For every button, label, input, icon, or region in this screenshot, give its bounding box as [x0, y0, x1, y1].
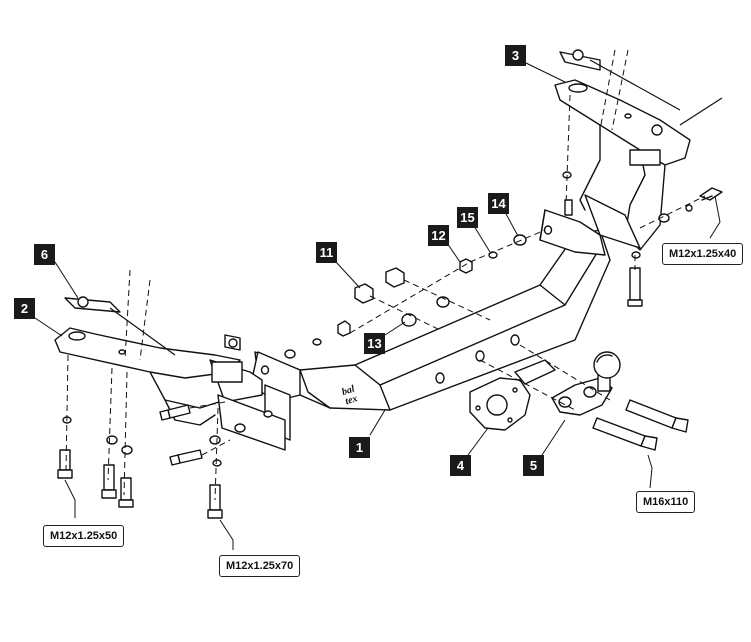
- bolt-spec-tow-ball: M16x110: [636, 491, 696, 513]
- bolt-spec-right: M12x1.25x40: [662, 243, 744, 265]
- bolt-spec-left-center: M12x1.25x70: [219, 555, 301, 577]
- main-crossbar: [249, 209, 611, 441]
- hardware: [57, 171, 723, 519]
- part-number-6: 6: [34, 244, 55, 265]
- right-clamp-plate: [559, 49, 601, 71]
- part-number-12: 12: [428, 225, 449, 246]
- bolt-spec-left-bottom: M12x1.25x50: [43, 525, 125, 547]
- socket-plate: [469, 359, 556, 431]
- part-number-14: 14: [488, 193, 509, 214]
- part-number-2: 2: [14, 298, 35, 319]
- part-number-15: 15: [457, 207, 478, 228]
- part-number-1: 1: [349, 437, 370, 458]
- part-number-5: 5: [523, 455, 544, 476]
- part-number-4: 4: [450, 455, 471, 476]
- part-number-11: 11: [316, 242, 337, 263]
- tow-ball: [551, 351, 621, 416]
- part-number-13: 13: [364, 333, 385, 354]
- part-number-3: 3: [505, 45, 526, 66]
- long-bolts: [592, 399, 689, 451]
- left-clamp-plate: [64, 296, 121, 313]
- left-bracket: [54, 327, 286, 451]
- right-bracket: [554, 79, 691, 251]
